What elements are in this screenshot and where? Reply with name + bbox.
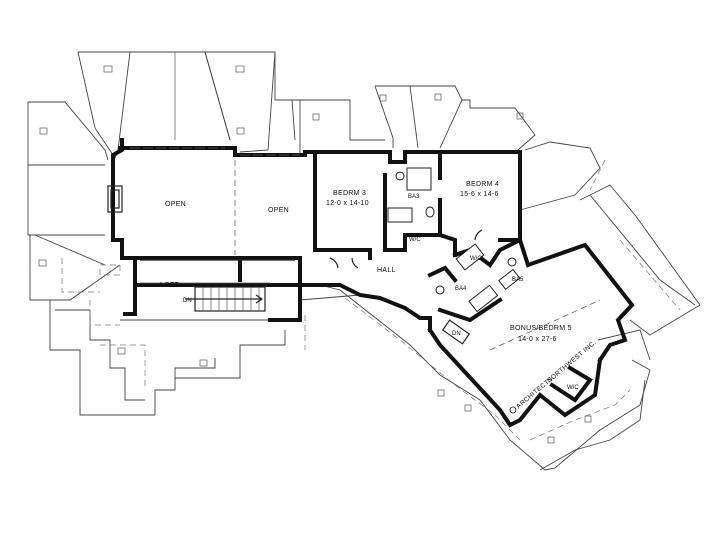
label-open-left: OPEN (165, 201, 186, 208)
room-labels: OPEN OPEN BEDRM 3 12-0 x 14-10 BEDRM 4 1… (160, 181, 579, 391)
label-ba3: BA3 (408, 194, 420, 200)
label-dn-small: DN (452, 331, 461, 337)
label-wic-a: W/C (409, 237, 421, 243)
roof-dashed-lines (38, 65, 681, 444)
staircase (185, 286, 266, 312)
label-wic-b: W/C (470, 256, 482, 262)
interior-details (107, 147, 601, 403)
label-bedrm4: BEDRM 4 (466, 181, 499, 188)
label-bonus-size: 14-0 x 27-6 (518, 336, 557, 343)
label-dn-stair: DN (183, 298, 192, 304)
label-bedrm3-size: 12-0 x 14-10 (326, 200, 369, 207)
label-wic-c: W/C (567, 385, 579, 391)
label-bedrm4-size: 15-6 x 14-6 (460, 191, 499, 198)
label-loft: LOFT (160, 282, 180, 289)
label-bonus: BONUS/BEDRM 5 (510, 325, 572, 332)
label-open-right: OPEN (268, 207, 289, 214)
roof-lines (27, 51, 701, 471)
label-ba4: BA4 (455, 286, 467, 292)
walls (111, 138, 635, 428)
label-ba5: BA5 (512, 277, 524, 283)
label-bedrm3: BEDRM 3 (333, 190, 366, 197)
label-hall: HALL (377, 267, 396, 274)
